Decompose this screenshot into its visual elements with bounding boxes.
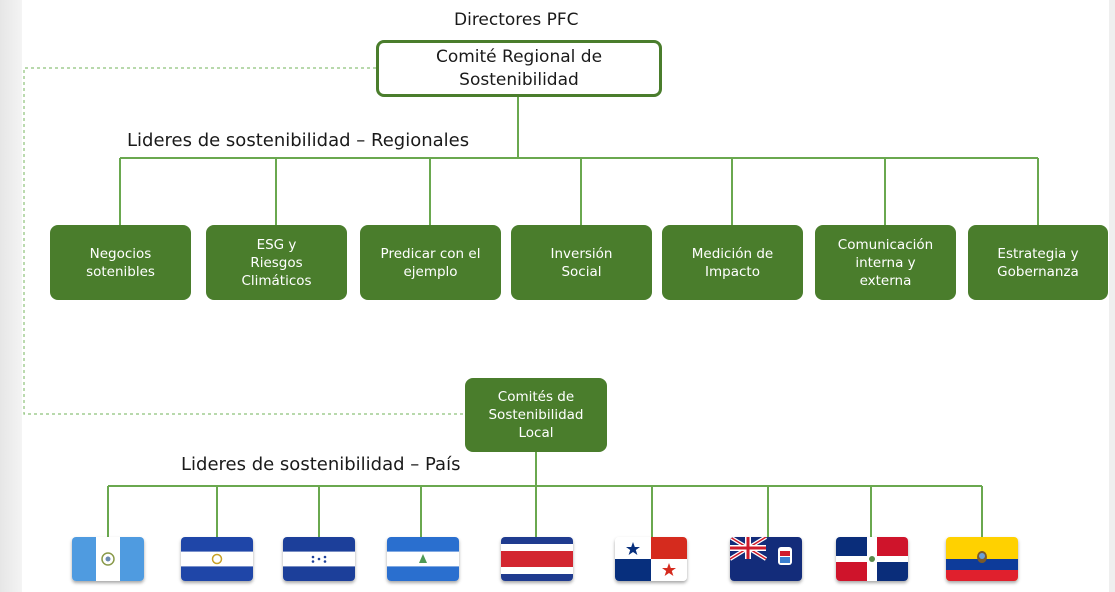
leader-box-medicion: Medición de Impacto bbox=[662, 225, 803, 300]
regional-leaders-label: Lideres de sostenibilidad – Regionales bbox=[127, 130, 470, 151]
cayman-islands-flag-icon bbox=[730, 537, 802, 581]
honduras-flag-icon bbox=[283, 537, 355, 581]
leader-box-comunicacion: Comunicación interna y externa bbox=[815, 225, 956, 300]
nicaragua-flag-icon bbox=[387, 537, 459, 581]
leader-box-esg: ESG y Riesgos Climáticos bbox=[206, 225, 347, 300]
ecuador-flag-icon bbox=[946, 537, 1018, 581]
left-margin-strip bbox=[0, 0, 22, 592]
dominican-republic-flag-icon bbox=[836, 537, 908, 581]
leader-box-predicar: Predicar con el ejemplo bbox=[360, 225, 501, 300]
leader-box-estrategia: Estrategia y Gobernanza bbox=[968, 225, 1108, 300]
local-committee-box: Comités de Sostenibilidad Local bbox=[465, 378, 607, 452]
panama-flag-icon bbox=[615, 537, 687, 581]
costa-rica-flag-icon bbox=[501, 537, 573, 581]
el-salvador-flag-icon bbox=[181, 537, 253, 581]
country-leaders-label: Lideres de sostenibilidad – País bbox=[181, 454, 461, 475]
right-margin-strip bbox=[1109, 0, 1115, 592]
guatemala-flag-icon bbox=[72, 537, 144, 581]
dashed-connector bbox=[23, 67, 465, 415]
leader-box-inversion: Inversión Social bbox=[511, 225, 652, 300]
header-title: Directores PFC bbox=[454, 10, 579, 30]
regional-committee-box: Comité Regional de Sostenibilidad bbox=[376, 40, 662, 97]
leader-box-negocios: Negocios sotenibles bbox=[50, 225, 191, 300]
